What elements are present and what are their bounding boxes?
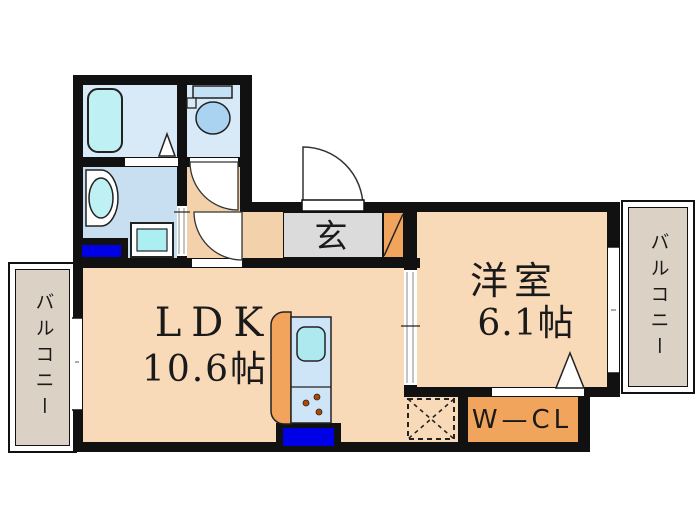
hallway-upper <box>187 165 240 212</box>
kitchen-base-block <box>276 423 341 452</box>
western-size-label: 6.1帖 <box>477 303 575 344</box>
balcony-right <box>628 207 688 387</box>
wcl-opening <box>492 388 584 396</box>
western-name-label: 洋室 <box>469 259 559 303</box>
toilet-door-opening <box>190 158 238 166</box>
hallway-lower <box>187 212 283 258</box>
washroom-sliding-door <box>177 206 187 256</box>
wall-top <box>73 75 252 85</box>
ldk-name-label: LDK <box>154 300 274 346</box>
wall-ldk-western-top <box>404 212 417 270</box>
ldk-door-opening <box>192 259 242 267</box>
window-left <box>72 318 82 410</box>
wall-toilet-right <box>240 75 252 212</box>
bathroom <box>83 85 177 157</box>
wall-washroom-block <box>75 238 128 260</box>
entrance-door-swing <box>302 146 364 208</box>
wall-center-vertical <box>177 85 187 258</box>
room-ldk <box>83 268 404 442</box>
entrance-area <box>283 212 383 258</box>
ldk-size-label: 10.6帖 <box>141 349 269 390</box>
toilet-room <box>187 85 240 157</box>
bathroom-door-opening <box>125 158 178 166</box>
wall-ldk-top <box>73 258 420 268</box>
balcony-left-label: バルコニー <box>32 292 55 422</box>
ldk-western-sliding-door <box>404 270 417 385</box>
ldk-nook <box>404 397 458 442</box>
walk-in-closet <box>468 397 578 442</box>
balcony-left <box>15 269 70 446</box>
shoe-cabinet <box>383 212 404 258</box>
wcl-label: W—CL <box>471 405 573 435</box>
window-right <box>608 247 619 373</box>
wall-north <box>252 202 620 212</box>
entrance-label: 玄 <box>314 216 348 256</box>
balcony-right-label: バルコニー <box>647 232 670 362</box>
wall-wcl-right <box>578 387 590 452</box>
wall-wcl-left <box>458 397 468 452</box>
